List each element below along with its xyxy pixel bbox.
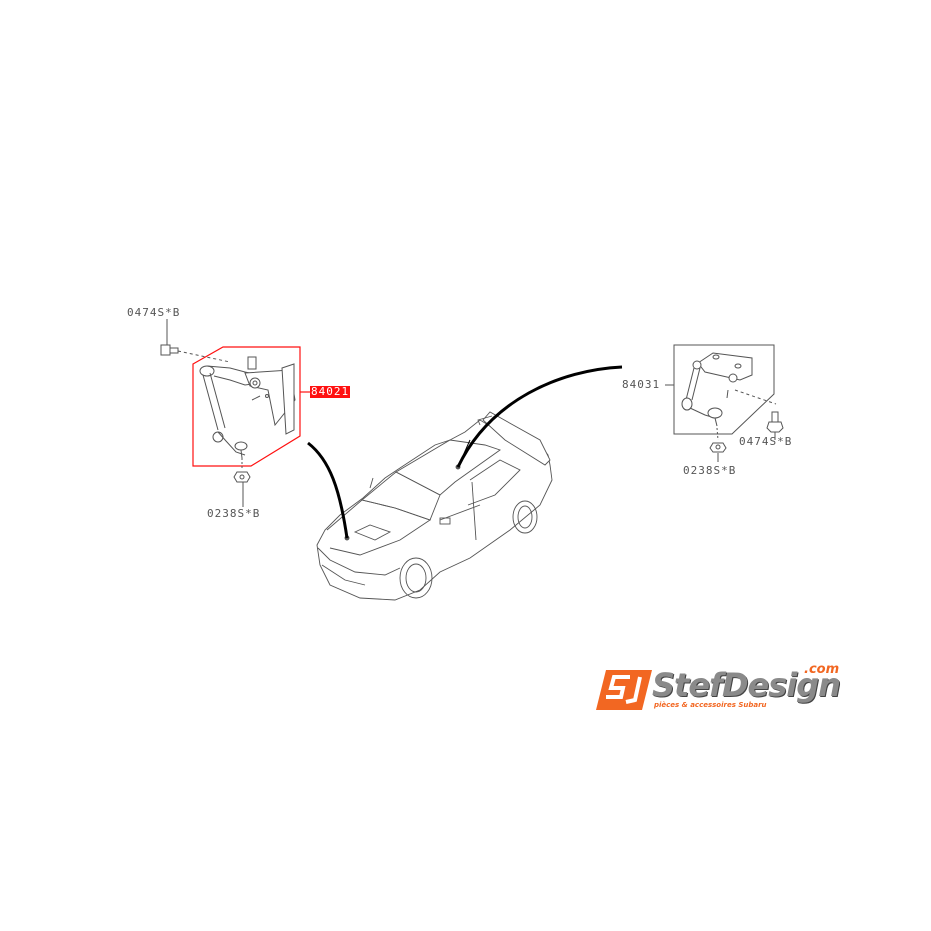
front-assembly-frame — [192, 346, 301, 467]
rear-sensor-assembly[interactable] — [665, 344, 784, 462]
brand-tagline: pièces & accessoires Subaru — [654, 701, 767, 709]
sj-logo-mark-icon — [596, 670, 652, 710]
bolt-icon — [766, 411, 784, 433]
vehicle-illustration — [317, 412, 553, 601]
rear-bolt-label: 0474S*B — [739, 435, 793, 448]
rear-assembly-frame — [673, 344, 775, 435]
rear-part-number[interactable]: 84031 — [622, 378, 661, 391]
height-sensor-icon — [681, 352, 753, 427]
front-nut-label: 0238S*B — [207, 507, 261, 520]
rear-leader-line — [456, 365, 623, 468]
front-sensor-assembly[interactable] — [160, 319, 310, 507]
height-sensor-icon — [199, 356, 296, 459]
front-leader-line — [307, 441, 349, 539]
front-bolt-label: 0474S*B — [127, 306, 181, 319]
nut-icon — [233, 471, 251, 483]
brand-name: StefDesign — [652, 666, 841, 704]
brand-logo: StefDesign .com pièces & accessoires Sub… — [596, 662, 856, 716]
rear-nut-label: 0238S*B — [683, 464, 737, 477]
brand-tld: .com — [804, 662, 840, 677]
front-part-number[interactable]: 84021 — [310, 385, 351, 398]
nut-icon — [709, 442, 727, 453]
bolt-icon — [160, 344, 179, 356]
